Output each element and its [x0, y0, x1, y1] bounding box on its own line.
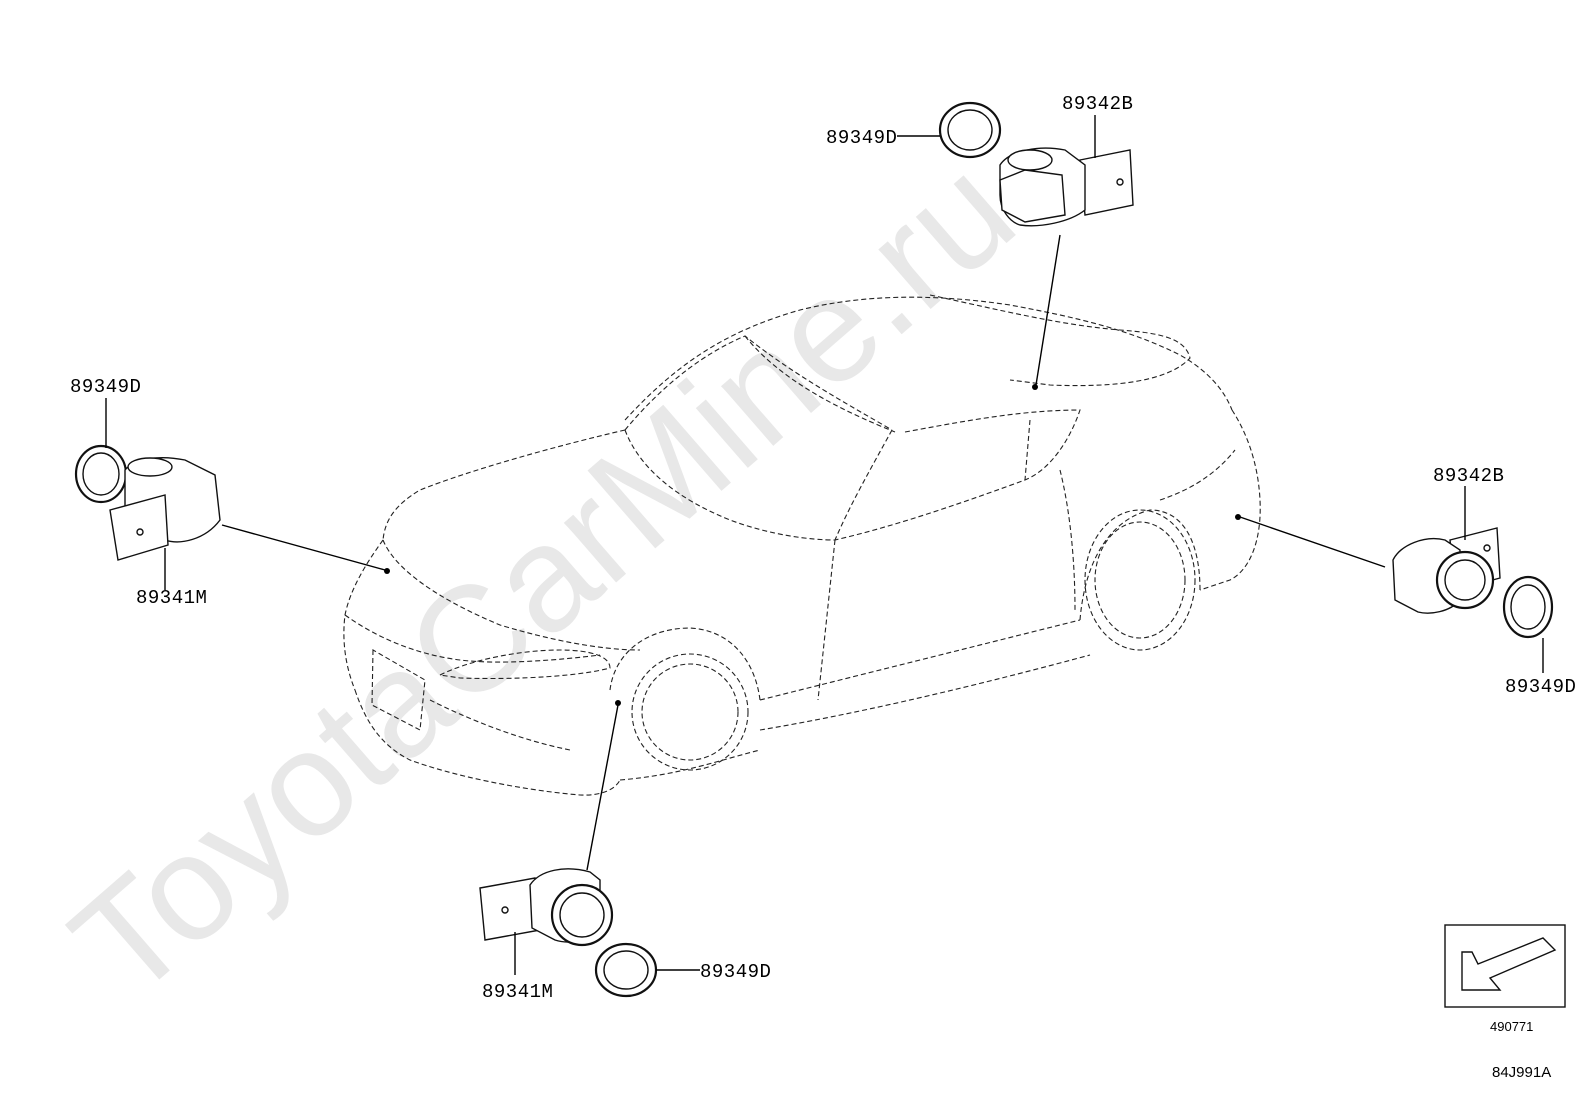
left-sensor-location-dot	[384, 568, 390, 574]
direction-indicator-box: 490771	[1444, 924, 1566, 1034]
left-ring-part-number: 89349D	[70, 376, 141, 398]
right-sensor-icon	[1392, 527, 1501, 614]
right-sensor-group: 89342B 89349D	[1235, 465, 1576, 698]
top-sensor-part-number: 89342B	[1062, 93, 1133, 115]
top-sensor-pointer	[1035, 234, 1061, 386]
bottom-sensor-pointer	[586, 704, 619, 871]
direction-box-code: 490771	[1490, 1019, 1533, 1034]
top-sensor-location-dot	[1032, 384, 1038, 390]
car-outline	[343, 294, 1261, 796]
bottom-sensor-location-dot	[615, 700, 621, 706]
bottom-sensor-part-number: 89341M	[482, 981, 553, 1003]
left-sensor-pointer	[221, 524, 386, 571]
bottom-ring-icon	[594, 942, 658, 998]
top-ring-icon	[938, 101, 1002, 159]
right-ring-icon	[1502, 575, 1554, 639]
bottom-ring-part-number: 89349D	[700, 961, 771, 983]
right-sensor-pointer	[1239, 516, 1386, 568]
right-ring-part-number: 89349D	[1505, 676, 1576, 698]
right-sensor-location-dot	[1235, 514, 1241, 520]
bottom-sensor-icon	[479, 868, 614, 947]
left-sensor-part-number: 89341M	[136, 587, 207, 609]
top-ring-part-number: 89349D	[826, 127, 897, 149]
right-sensor-part-number: 89342B	[1433, 465, 1504, 487]
direction-arrow-icon	[1461, 937, 1557, 991]
left-ring-icon	[74, 444, 128, 504]
left-sensor-icon	[109, 457, 221, 561]
top-sensor-icon	[999, 147, 1134, 227]
left-sensor-group: 89349D 89341M	[70, 376, 390, 609]
top-sensor-group: 89349D 89342B	[826, 93, 1134, 390]
bottom-sensor-group: 89341M 89349D	[479, 700, 771, 1003]
drawing-reference-code: 84J991A	[1492, 1064, 1551, 1081]
